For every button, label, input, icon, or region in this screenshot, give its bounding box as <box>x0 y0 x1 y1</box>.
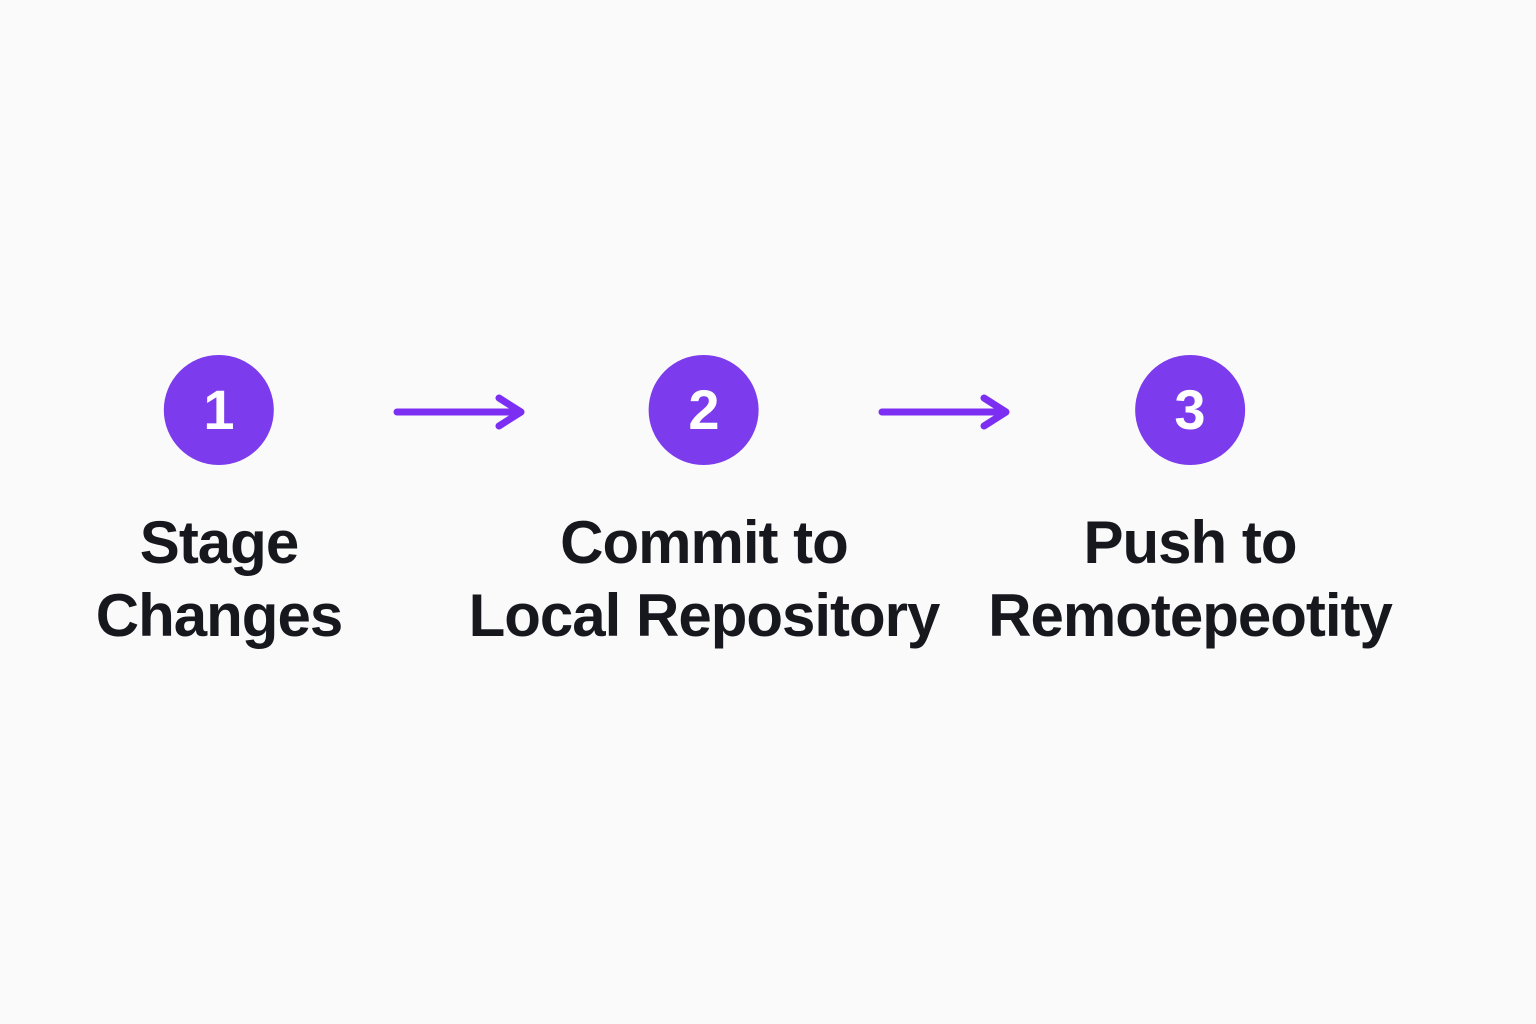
step-3-label-line-1: Push to <box>1083 509 1298 576</box>
step-1-label-line-1: Stage <box>139 509 299 576</box>
step-3-label-line-2: Remotepeotity <box>988 582 1393 649</box>
step-3-number: 3 <box>1174 378 1206 441</box>
step-2: 2 Commit to Local Repository <box>469 355 940 652</box>
step-2-label: Commit to Local Repository <box>468 506 941 652</box>
step-3: 3 Push to Remotepeotity <box>988 355 1393 652</box>
step-2-circle: 2 <box>649 355 759 465</box>
step-3-circle: 3 <box>1135 355 1245 465</box>
step-1-label: Stage Changes <box>95 506 343 652</box>
step-1-circle: 1 <box>163 355 274 465</box>
step-3-label: Push to Remotepeotity <box>988 506 1393 652</box>
arrow-right-icon <box>878 392 1012 432</box>
step-2-label-line-1: Commit to <box>560 509 849 576</box>
step-1: 1 Stage Changes <box>95 355 343 652</box>
step-1-number: 1 <box>203 378 235 441</box>
step-2-label-line-2: Local Repository <box>468 582 941 649</box>
arrow-right-icon <box>393 392 527 432</box>
step-1-label-line-2: Changes <box>95 582 343 649</box>
step-2-number: 2 <box>688 378 720 441</box>
